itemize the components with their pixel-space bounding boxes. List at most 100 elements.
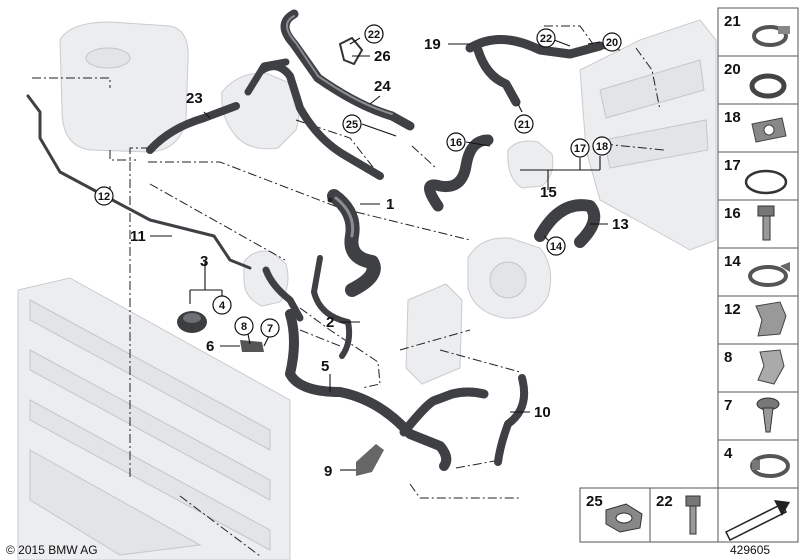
callout-9: 9: [324, 463, 332, 480]
callout-10: 10: [534, 404, 551, 421]
orientation-arrow-icon: [724, 500, 790, 542]
seal-ring-icon: [744, 169, 788, 195]
hose-clamp-icon: [752, 25, 790, 47]
callout-3: 3: [200, 253, 208, 270]
leader-lines: [109, 37, 608, 471]
spring-clamp-icon: [748, 262, 790, 287]
callout-7-text: 7: [267, 323, 273, 335]
callout-24: 24: [374, 78, 391, 95]
heat-exchanger: [405, 283, 463, 385]
pump-pulley: [489, 261, 527, 299]
small-parts: [177, 36, 384, 476]
callout-4-text: 4: [219, 300, 226, 312]
callout-16-text: 16: [450, 137, 462, 149]
panel-num-4: 4: [724, 445, 733, 462]
callout-16: 16: [446, 132, 466, 152]
hose-19b: [473, 45, 521, 107]
bracket-6: [240, 340, 264, 352]
parts-panel: 21 20 18 17 16 14: [717, 7, 799, 489]
bottom-panel: 25 22: [579, 487, 799, 543]
radiator-core-1: [29, 299, 271, 451]
radiator-core-3: [29, 399, 271, 551]
callout-20: 20: [602, 32, 622, 52]
hose-2: [311, 255, 353, 359]
callout-22-right: 22: [536, 28, 556, 48]
panel-num-20: 20: [724, 61, 741, 78]
copyright-text: © 2015 BMW AG: [6, 543, 98, 557]
bolt-icon: [757, 205, 775, 241]
callout-5: 5: [321, 358, 329, 375]
callout-12-text: 12: [98, 191, 110, 203]
callout-18: 18: [592, 136, 612, 156]
callout-2: 2: [326, 314, 334, 331]
hose-23c: [244, 58, 290, 96]
callouts: 1 2 3 4 5 6 7 8 9 10 11 12 13 14 15: [94, 24, 629, 480]
aux-water-pump: [243, 250, 289, 307]
callout-15: 15: [540, 184, 557, 201]
panel-cell-22: [649, 487, 719, 543]
panel-num-16: 16: [724, 205, 741, 222]
hose-13: [534, 199, 601, 248]
callout-22-right-text: 22: [540, 33, 552, 45]
callout-12: 12: [94, 186, 114, 206]
panel-num-22: 22: [656, 493, 673, 510]
bracket-clip-icon: [757, 349, 785, 385]
callout-7: 7: [260, 318, 280, 338]
panel-num-25: 25: [586, 493, 603, 510]
panel-num-8: 8: [724, 349, 732, 366]
hose-5b: [399, 387, 489, 437]
hose-5: [285, 309, 452, 471]
callout-21-text: 21: [518, 119, 530, 131]
hex-bolt-icon: [685, 495, 701, 535]
thermostat-housing: [221, 72, 300, 150]
panel-num-21: 21: [724, 13, 741, 30]
callout-20-text: 20: [606, 37, 618, 49]
background-components: [17, 19, 717, 560]
callout-21: 21: [514, 114, 534, 134]
gasket-icon: [751, 117, 787, 143]
diagram-number: 429605: [730, 543, 770, 557]
callout-1: 1: [386, 196, 394, 213]
band-clamp-icon: [750, 454, 790, 478]
callout-23: 23: [186, 90, 203, 107]
panel-num-7: 7: [724, 397, 732, 414]
callout-6: 6: [206, 338, 214, 355]
callout-25-text: 25: [346, 119, 358, 131]
hoses: [26, 9, 605, 471]
panel-num-12: 12: [724, 301, 741, 318]
o-ring-icon: [749, 73, 787, 99]
bracket-9: [356, 444, 384, 476]
radiator-core-4: [29, 449, 202, 556]
electric-pump: [507, 140, 554, 189]
panel-cell-7: [717, 391, 799, 441]
tank-cap: [85, 47, 131, 69]
callout-4: 4: [212, 295, 232, 315]
callout-8-text: 8: [241, 321, 247, 333]
hose-16-18: [424, 134, 494, 212]
callout-26: 26: [374, 48, 391, 65]
callout-18-text: 18: [596, 141, 608, 153]
panel-num-17: 17: [724, 157, 741, 174]
mount-4-top: [183, 313, 201, 323]
callout-17: 17: [570, 138, 590, 158]
radiator-core-2: [29, 349, 271, 501]
dot-1: [327, 197, 333, 203]
callout-25: 25: [342, 114, 362, 134]
panel-cell-8: [717, 343, 799, 393]
callout-22-top-text: 22: [368, 29, 380, 41]
callout-11: 11: [130, 228, 146, 245]
panel-num-18: 18: [724, 109, 741, 126]
hose-19: [465, 35, 605, 59]
callout-19: 19: [424, 36, 441, 53]
hose-clip-icon: [605, 503, 643, 533]
callout-17-text: 17: [574, 143, 586, 155]
hose-23: [146, 102, 240, 154]
callout-13: 13: [612, 216, 629, 233]
callout-14: 14: [546, 236, 566, 256]
hose-1: [327, 189, 381, 297]
callout-14-text: 14: [550, 241, 563, 253]
clip-icon: [755, 301, 787, 337]
callout-22-top: 22: [364, 24, 384, 44]
screw-icon: [756, 397, 780, 433]
